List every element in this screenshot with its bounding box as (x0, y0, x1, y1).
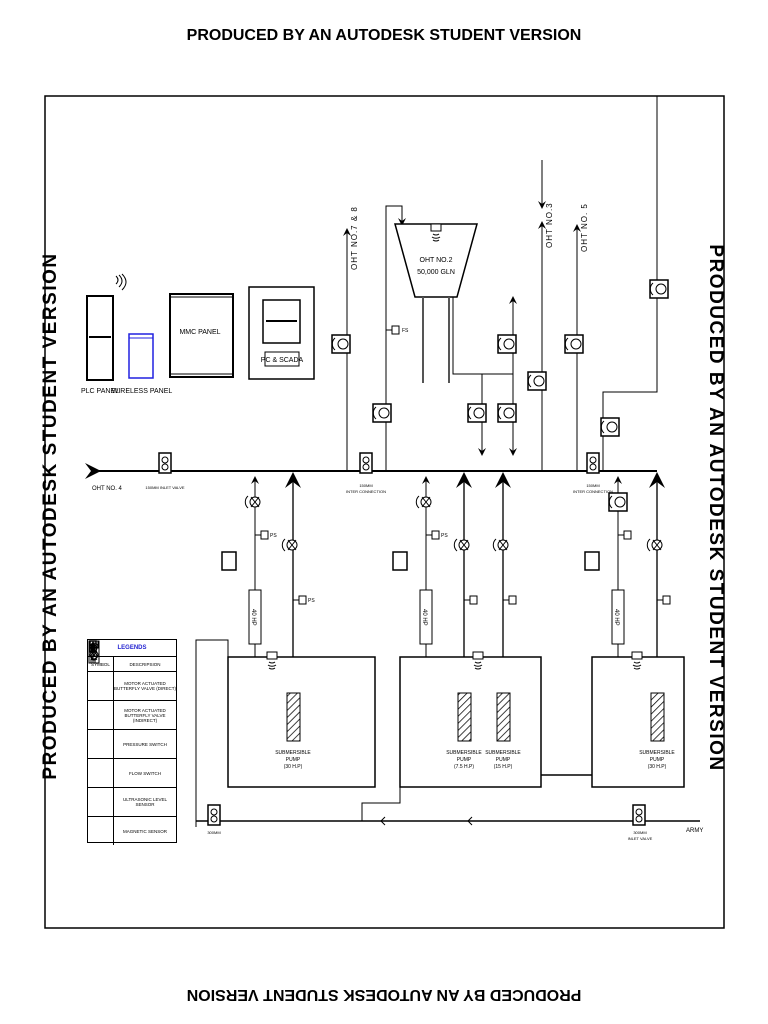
pump-rating: (7.5 H.P) (454, 764, 474, 770)
legend-row: PRESSURE SWITCH (88, 640, 176, 759)
mmc-panel-label: MMC PANEL (179, 329, 220, 336)
fs-label: FS (402, 328, 409, 334)
inlet-valve-150-label: 150MM INLET VALVE (145, 485, 184, 490)
inlet-valve-150[interactable] (158, 452, 172, 474)
watermark-top: PRODUCED BY AN AUTODESK STUDENT VERSION (187, 27, 582, 44)
pc-scada-label: PC & SCADA (261, 357, 304, 364)
ultrasonic-level-sensor-icon (88, 640, 114, 816)
sump-tank-1 (227, 656, 376, 788)
pressure-switch-icon (88, 640, 114, 758)
butterfly-valve-direct-icon (88, 642, 114, 700)
inter-connection-valve-left[interactable] (359, 452, 373, 474)
inter-right-size: 150MM (586, 483, 599, 488)
inter-left-label: INTER CONNECTION (346, 489, 386, 494)
motor-label: 40 HP (613, 609, 619, 626)
inter-left-size: 150MM (359, 483, 372, 488)
legend-desc-line1: FLOW SWITCH (129, 770, 161, 776)
army-label: ARMY (686, 828, 703, 834)
legend-header-symbol: SYMBOL (88, 657, 114, 671)
inter-right-label: INTER CONNECTION (573, 489, 613, 494)
oht5-label: OHT NO. 5 (580, 203, 589, 252)
butterfly-valve[interactable] (497, 403, 517, 423)
sump-tank-3 (591, 656, 685, 788)
legend-desc-line2: BUTTERFLY VALVE (DIRECT) (114, 686, 176, 691)
legend-desc-line1: MOTOR ACTUATED (124, 707, 166, 713)
pump-sub: PUMP (496, 757, 511, 763)
oht4-label: OHT NO. 4 (92, 486, 123, 492)
butterfly-valve[interactable] (564, 334, 584, 354)
drawing-border (44, 95, 725, 929)
legend-desc-line1: MOTOR ACTUATED (124, 681, 166, 686)
butterfly-valve[interactable] (331, 334, 351, 354)
legend-desc-line1: ULTRASONIC LEVEL SENSOR (123, 797, 167, 807)
pump-station-2: PS 40 HP SUBMERSIBLE PUMP (7.5 H.P) SUBM… (392, 472, 542, 788)
magnetic-sensor-icon (88, 641, 114, 845)
ps-label: PS (308, 598, 315, 604)
ps-label: PS (270, 533, 277, 539)
oht78-label: OHT NO.7 & 8 (350, 206, 359, 270)
watermark-bottom: PRODUCED BY AN AUTODESK STUDENT VERSION (187, 986, 582, 1003)
butterfly-valve[interactable] (467, 403, 487, 423)
pump-sub: PUMP (650, 757, 665, 763)
oht2-name: OHT NO.2 (420, 257, 453, 264)
wireless-panel-label: WIRELESS PANEL (112, 388, 173, 395)
butterfly-valve[interactable] (527, 371, 547, 391)
pump-label: SUBMERSIBLE (446, 750, 482, 756)
butterfly-valve-indirect-icon (88, 640, 114, 729)
pump-sub: PUMP (457, 757, 472, 763)
ps-label: PS (441, 533, 448, 539)
butterfly-valve[interactable] (372, 403, 392, 423)
watermark-right: PRODUCED BY AN AUTODESK STUDENT VERSION (705, 244, 726, 771)
wireless-signal-icon (115, 273, 127, 291)
mmc-panel: MMC PANEL (169, 293, 234, 378)
pump-rating: (30 H.P) (648, 764, 667, 770)
pump-label: SUBMERSIBLE (639, 750, 675, 756)
bottom-left-valve-label: 300MM (207, 830, 220, 835)
inlet-300-label: INLET VALVE (628, 836, 653, 841)
legend-title: LEGENDS (88, 640, 176, 657)
inlet-valve-300[interactable] (632, 804, 646, 826)
butterfly-valve[interactable] (600, 417, 620, 437)
plc-panel: PLC PANEL (81, 273, 127, 395)
motor-label: 40 HP (421, 609, 427, 626)
pc-scada-panel: PC & SCADA (248, 286, 315, 380)
legend-row: FLOW SWITCH (88, 640, 176, 788)
oht2-tank: OHT NO.2 50,000 GLN (394, 223, 478, 298)
pump-label: SUBMERSIBLE (485, 750, 521, 756)
legend-table: LEGENDS SYMBOL DESCRIPSION MOTOR ACTUATE… (87, 639, 177, 845)
pump-station-1: PS PS 40 HP SUBMERSIBLE PUMP (30 H.P) (195, 472, 376, 827)
legend-desc-line2: BUTTERFLY VALVE (INDIRECT) (124, 712, 166, 723)
flow-switch-icon (88, 640, 114, 787)
legend-desc-line1: MAGNETIC SENSOR (122, 828, 167, 834)
plc-panel-label: PLC PANEL (81, 388, 119, 395)
watermark-left: PRODUCED BY AN AUTODESK STUDENT VERSION (40, 252, 61, 779)
motor-label: 40 HP (250, 609, 256, 626)
legend-row: MAGNETIC SENSOR (88, 641, 176, 845)
butterfly-valve[interactable] (649, 279, 669, 299)
legend-header-description: DESCRIPSION (129, 661, 161, 667)
pump-rating: (15 H.P) (494, 764, 513, 770)
oht3-label: OHT NO.3 (545, 202, 554, 248)
pump-sub: PUMP (286, 757, 301, 763)
legend-desc-line1: PRESSURE SWITCH (123, 741, 167, 747)
inter-connection-valve-right[interactable] (586, 452, 600, 474)
flow-switch (385, 325, 400, 335)
pump-station-3: 40 HP SUBMERSIBLE PUMP (30 H.P) (584, 472, 685, 788)
wireless-panel: WIRELESS PANEL (112, 333, 173, 395)
pump-rating: (30 H.P) (284, 764, 303, 770)
inlet-valve-300-left[interactable] (207, 804, 221, 826)
oht2-capacity: 50,000 GLN (417, 269, 455, 276)
butterfly-valve[interactable] (497, 334, 517, 354)
legend-row: ULTRASONIC LEVEL SENSOR (88, 640, 176, 817)
pump-label: SUBMERSIBLE (275, 750, 311, 756)
inlet-300-size: 300MM (633, 830, 646, 835)
